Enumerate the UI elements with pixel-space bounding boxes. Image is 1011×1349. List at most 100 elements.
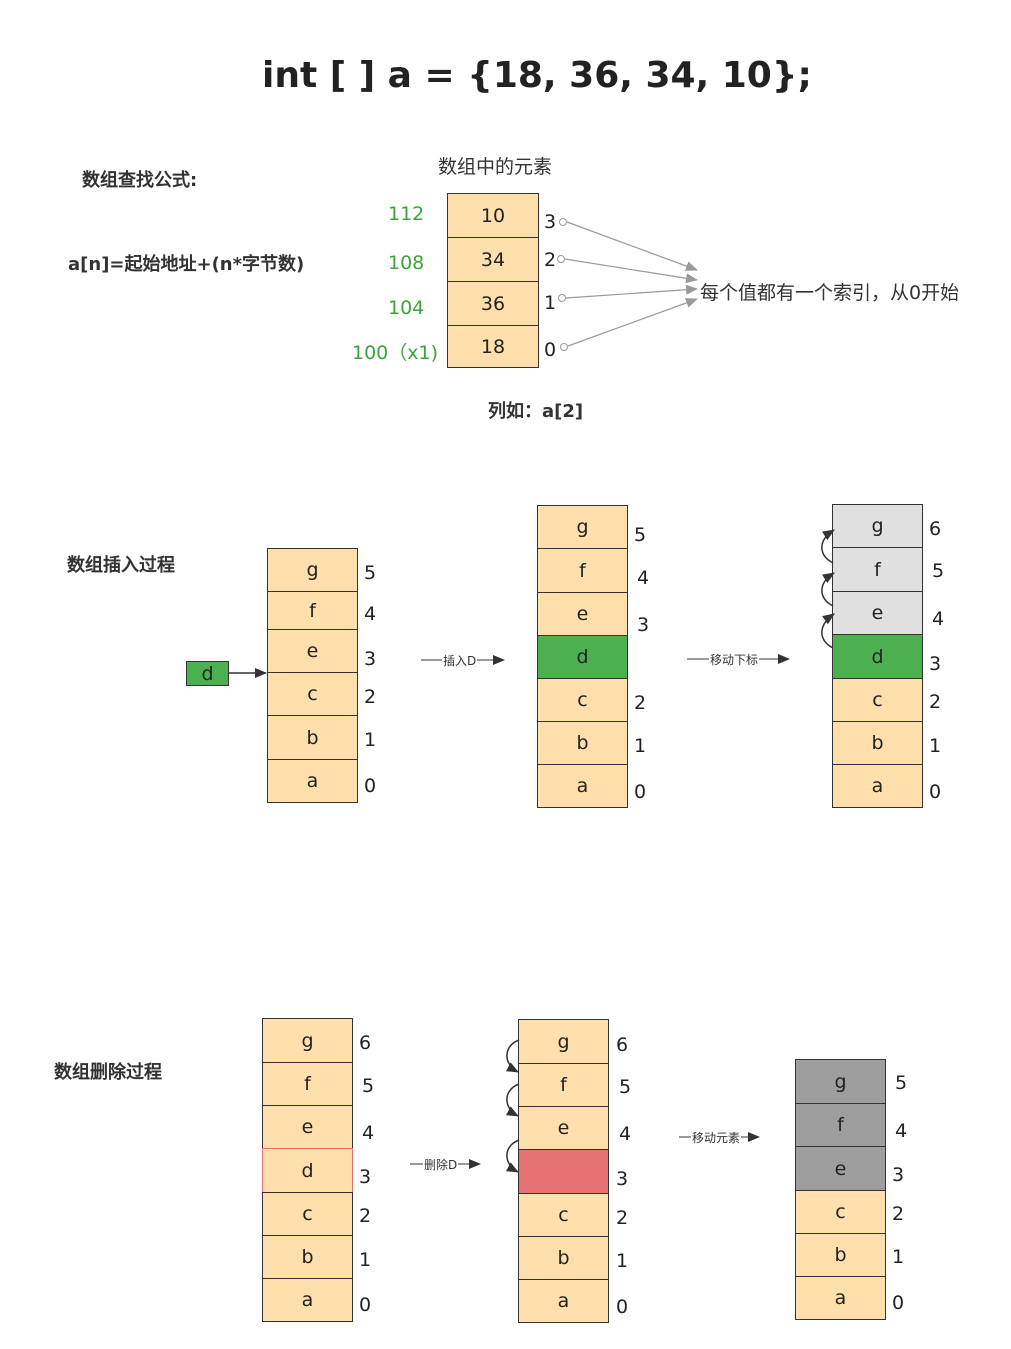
shift-down-arrows	[505, 1039, 520, 1173]
insert-col3-cell: c	[832, 678, 923, 722]
delete-col3-cell-moved: g	[795, 1059, 886, 1104]
insert-col1-index: 2	[364, 686, 377, 708]
insert-col3-index: 1	[929, 735, 942, 757]
insert-col1-index: 3	[364, 648, 377, 670]
delete-col3-cell: c	[795, 1190, 886, 1234]
index-connectors	[557, 218, 698, 351]
move-index-label: 移动下标	[709, 651, 760, 668]
insert-col3-cell: a	[832, 764, 923, 808]
delete-col3-index: 1	[892, 1246, 905, 1268]
delete-col3-cell: a	[795, 1276, 886, 1320]
lookup-heading: 数组查找公式:	[82, 170, 198, 191]
insert-col1-index: 5	[364, 562, 377, 584]
insert-col3-cell-moved: f	[832, 547, 923, 592]
array-index: 2	[544, 249, 557, 271]
page-title: int [ ] a = {18, 36, 34, 10};	[262, 55, 812, 96]
delete-col1-index: 4	[362, 1122, 375, 1144]
delete-col3-index: 4	[895, 1120, 908, 1142]
insert-col2-cell: a	[537, 764, 628, 808]
delete-col3-index: 3	[892, 1164, 905, 1186]
delete-col2-index: 6	[616, 1034, 629, 1056]
insert-col3-cell-moved: g	[832, 504, 923, 548]
insert-col1-index: 4	[364, 603, 377, 625]
delete-col2-index: 3	[616, 1168, 629, 1190]
insert-col3-cell: b	[832, 721, 923, 765]
insert-col2-index: 5	[634, 524, 647, 546]
array-index: 0	[544, 339, 557, 361]
insert-col2-index: 1	[634, 735, 647, 757]
new-element-d: d	[186, 661, 229, 686]
delete-col1-cell: e	[262, 1105, 353, 1149]
insert-col3-index: 2	[929, 691, 942, 713]
delete-step-label: 删除D	[423, 1156, 459, 1173]
delete-col2-cell: b	[518, 1236, 609, 1280]
delete-col1-index: 6	[359, 1032, 372, 1054]
shift-up-arrows	[821, 529, 835, 649]
delete-col3-cell-moved: f	[795, 1103, 886, 1147]
delete-col1-cell: a	[262, 1278, 353, 1322]
insert-col3-index: 5	[932, 560, 945, 582]
delete-col2-cell: a	[518, 1279, 609, 1323]
insert-col3-index: 0	[929, 781, 942, 803]
delete-col2-cell: c	[518, 1193, 609, 1237]
delete-col2-index: 4	[619, 1123, 632, 1145]
insert-col3-index: 4	[932, 608, 945, 630]
insert-col2-cell: e	[537, 592, 628, 636]
delete-col1-index: 1	[359, 1249, 372, 1271]
memory-address: 112	[388, 203, 425, 225]
insert-col2-cell: c	[537, 678, 628, 722]
insert-col2-index: 2	[634, 692, 647, 714]
insert-col3-cell-inserted: d	[832, 634, 923, 679]
delete-heading: 数组删除过程	[54, 1062, 162, 1083]
delete-col1-cell-target: d	[262, 1148, 353, 1193]
delete-col2-cell-removed	[518, 1149, 609, 1194]
insert-col1-cell: c	[267, 672, 358, 716]
delete-col2-index: 1	[616, 1250, 629, 1272]
delete-col3-index: 2	[892, 1203, 905, 1225]
insert-col1-index: 0	[364, 775, 377, 797]
delete-col1-index: 0	[359, 1294, 372, 1316]
insert-col2-index: 0	[634, 781, 647, 803]
insert-col3-index: 6	[929, 518, 942, 540]
delete-col2-index: 2	[616, 1207, 629, 1229]
delete-col3-cell: b	[795, 1233, 886, 1277]
delete-col1-index: 2	[359, 1205, 372, 1227]
delete-col2-index: 0	[616, 1296, 629, 1318]
insert-col1-index: 1	[364, 729, 377, 751]
example-label: 列如：a[2]	[488, 401, 584, 422]
array-index: 3	[544, 211, 557, 233]
memory-address: 100（x1)	[352, 342, 439, 364]
lookup-formula: a[n]=起始地址+(n*字节数)	[68, 254, 305, 275]
array-cell: 34	[447, 237, 539, 282]
array-label: 数组中的元素	[438, 156, 553, 178]
array-index: 1	[544, 292, 557, 314]
delete-col2-cell: e	[518, 1106, 609, 1150]
index-note: 每个值都有一个索引，从0开始	[700, 282, 960, 304]
array-cell: 18	[447, 325, 539, 368]
insert-col3-index: 3	[929, 653, 942, 675]
delete-col2-cell: f	[518, 1063, 609, 1107]
delete-col1-index: 5	[362, 1075, 375, 1097]
insert-col1-cell: a	[267, 759, 358, 803]
memory-address: 108	[388, 252, 425, 274]
insert-col1-cell: g	[267, 548, 358, 592]
array-cell: 10	[447, 193, 539, 238]
insert-step-label: 插入D	[442, 652, 478, 669]
delete-col3-index: 5	[895, 1072, 908, 1094]
delete-col2-index: 5	[619, 1076, 632, 1098]
delete-col1-cell: c	[262, 1192, 353, 1236]
insert-col1-cell: b	[267, 715, 358, 760]
delete-col3-cell-moved: e	[795, 1146, 886, 1191]
array-cell: 36	[447, 281, 539, 326]
insert-col2-cell: g	[537, 505, 628, 549]
delete-col3-index: 0	[892, 1292, 905, 1314]
insert-col2-index: 3	[637, 614, 650, 636]
insert-col2-cell: f	[537, 548, 628, 593]
memory-address: 104	[388, 297, 425, 319]
insert-col2-cell-inserted: d	[537, 635, 628, 679]
insert-heading: 数组插入过程	[67, 555, 175, 576]
delete-col1-index: 3	[359, 1166, 372, 1188]
insert-col2-index: 4	[637, 567, 650, 589]
move-element-label: 移动元素	[691, 1129, 742, 1146]
